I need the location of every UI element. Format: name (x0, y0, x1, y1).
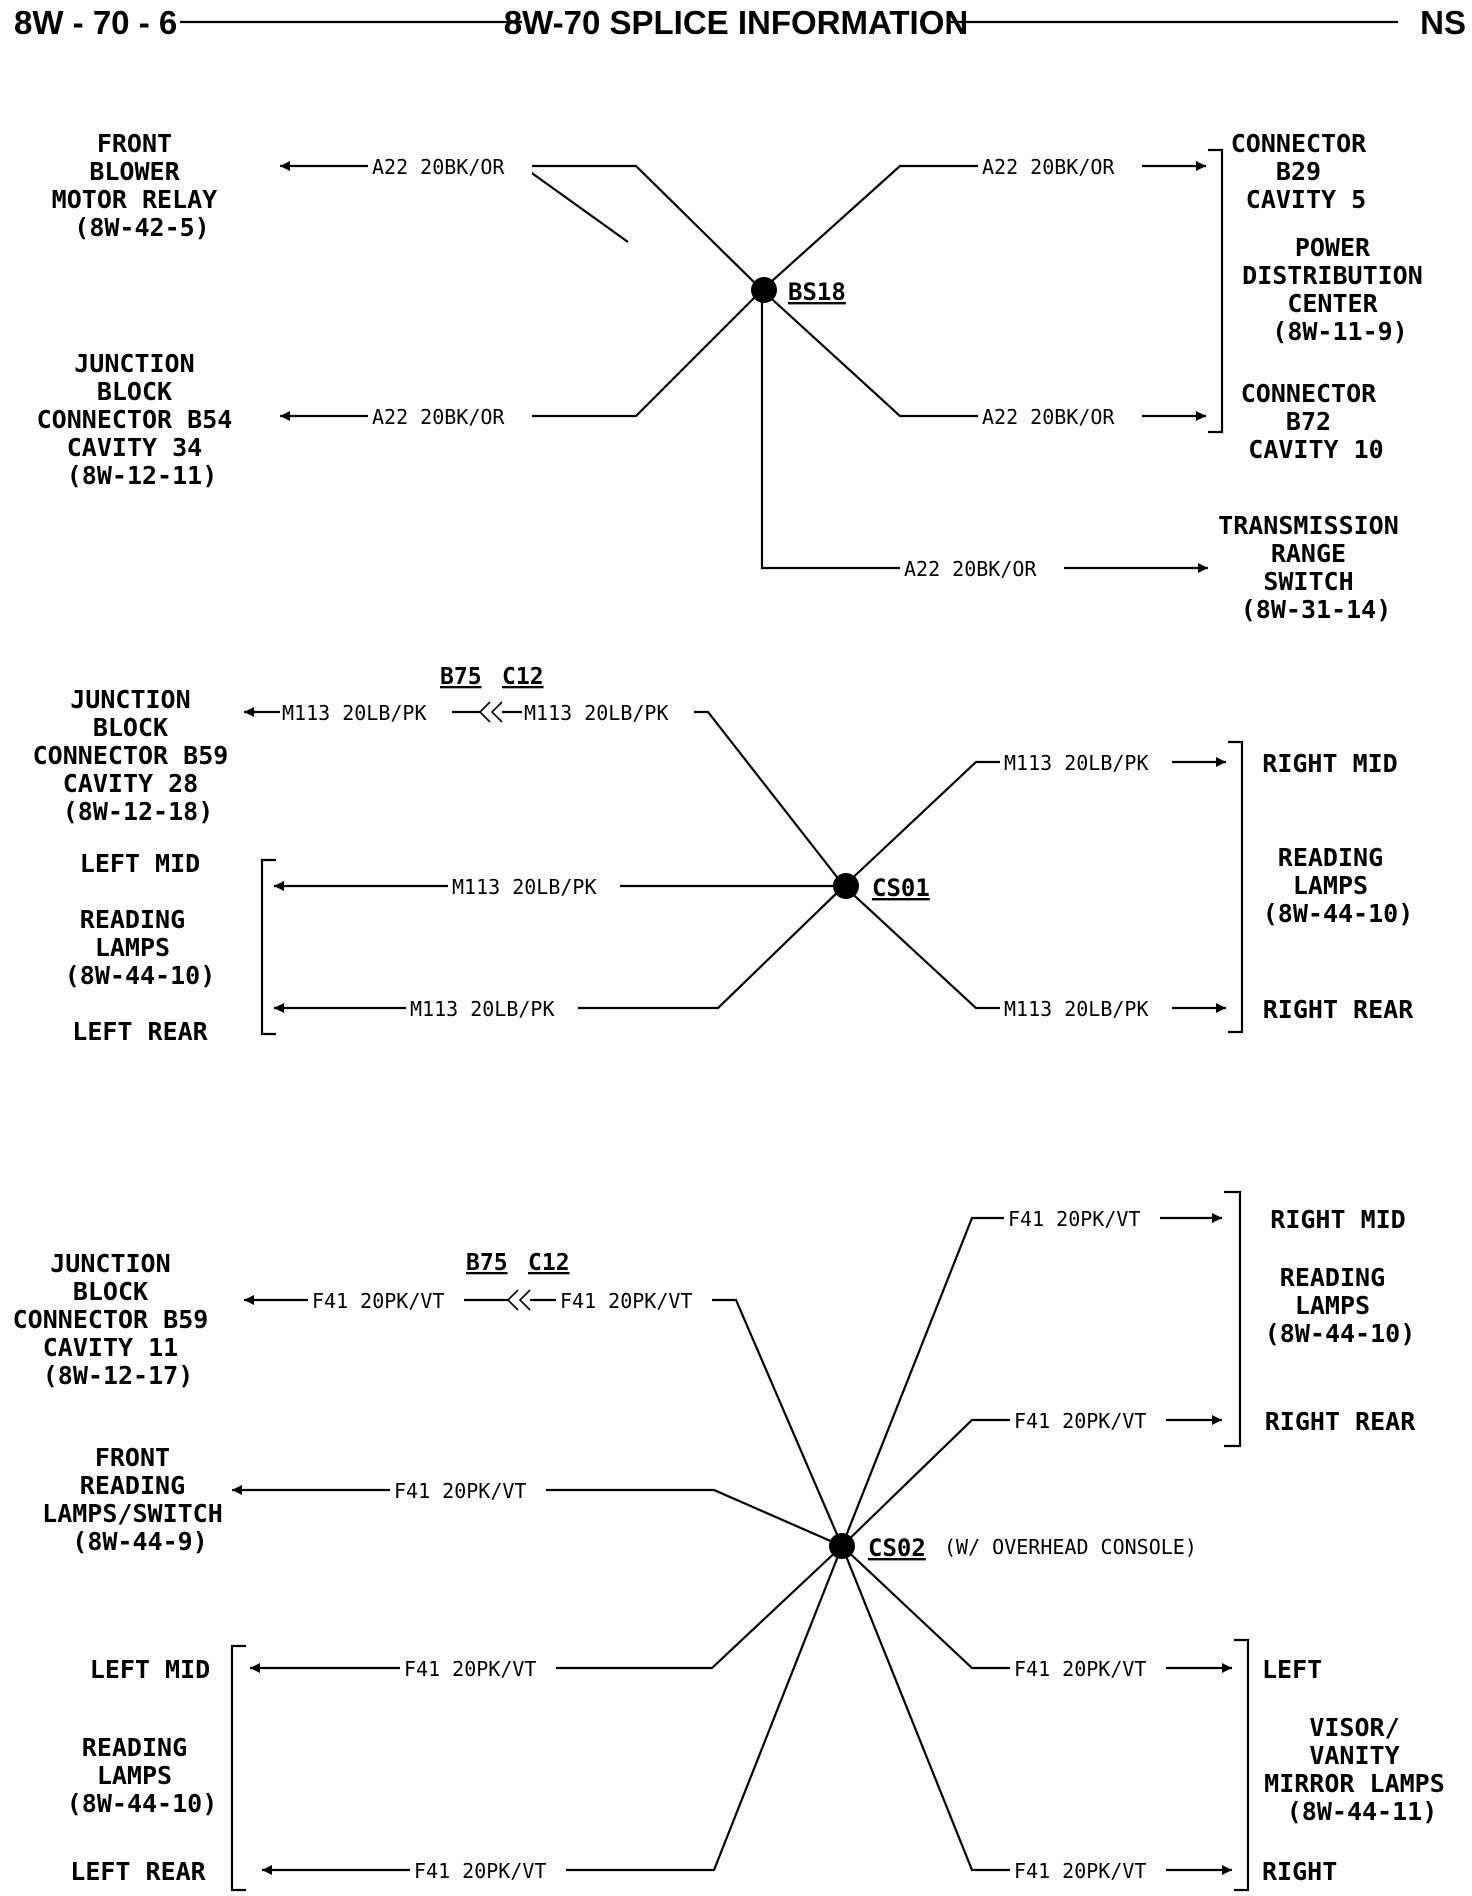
cs02-right-rear-label: RIGHT REAR (1265, 1407, 1416, 1436)
power-distribution-center-label: POWER DISTRIBUTION CENTER (8W-11-9) (1242, 233, 1438, 346)
splice-cs02-label: CS02 (868, 1534, 926, 1562)
bs18-pdc-bracket (1208, 148, 1224, 434)
cs02-wire-left-rear (262, 1545, 844, 1875)
splice-bs18-node (751, 277, 777, 303)
front-blower-relay-label: FRONT BLOWER MOTOR RELAY (8W-42-5) (52, 129, 233, 242)
cs01-right-mid-label: RIGHT MID (1262, 749, 1397, 778)
cs01-wire-label-jb-inner: M113 20LB/PK (524, 701, 669, 725)
cs01-connector-b75: B75 (440, 664, 482, 690)
connector-b72-label: CONNECTOR B72 CAVITY 10 (1241, 379, 1392, 464)
cs02-wire-label-left-rear: F41 20PK/VT (414, 1859, 546, 1883)
cs01-left-mid-label: LEFT MID (80, 849, 200, 878)
bs18-wire-lower-left (280, 289, 763, 421)
cs01-left-rear-label: LEFT REAR (72, 1017, 208, 1046)
splice-cs01-label: CS01 (872, 874, 930, 902)
cs01-right-rear-label: RIGHT REAR (1263, 995, 1414, 1024)
splice-bs18-label: BS18 (788, 278, 846, 306)
cs01-wire-label-right-rear: M113 20LB/PK (1004, 997, 1149, 1021)
cs01-right-reading-lamps-label: READING LAMPS (8W-44-10) (1263, 843, 1414, 928)
front-reading-lamps-switch-label: FRONT READING LAMPS/SWITCH (8W-44-9) (42, 1443, 238, 1556)
page-header: 8W - 70 - 6 8W-70 SPLICE INFORMATION NS (14, 4, 1466, 41)
bs18-wire-label-trs: A22 20BK/OR (904, 557, 1037, 581)
cs01-wire-label-left-mid: M113 20LB/PK (452, 875, 597, 899)
splice-cs02-section: F41 20PK/VT F41 20PK/VT F41 20PK/VT F41 … (13, 1190, 1460, 1892)
cs02-wire-label-jb-inner: F41 20PK/VT (560, 1289, 692, 1313)
cs02-wire-label-visor-left: F41 20PK/VT (1014, 1657, 1146, 1681)
connector-b29-label: CONNECTOR B29 CAVITY 5 (1231, 129, 1382, 214)
cs02-visor-left-label: LEFT (1262, 1655, 1322, 1684)
bs18-wire-upper-right (761, 161, 1206, 291)
cs01-right-bracket (1228, 740, 1244, 1034)
cs02-connector-b75: B75 (466, 1250, 508, 1276)
cs02-wire-junction-b59 (560, 1298, 844, 1547)
cs02-wire-label-right-rear: F41 20PK/VT (1014, 1409, 1146, 1433)
cs01-wire-left-rear (274, 885, 845, 1013)
cs02-wire-label-front-reading: F41 20PK/VT (394, 1479, 526, 1503)
bs18-wire-lower-right (761, 289, 1206, 421)
cs02-wire-visor-left (841, 1545, 1232, 1673)
cs02-visor-bracket (1234, 1638, 1250, 1892)
cs02-connector-c12: C12 (528, 1250, 570, 1276)
cs02-left-bracket (230, 1644, 246, 1892)
page-reference: 8W - 70 - 6 (14, 4, 177, 41)
splice-cs02-node (829, 1533, 855, 1559)
cs02-left-mid-label: LEFT MID (90, 1655, 210, 1684)
cs01-left-bracket (260, 858, 276, 1036)
junction-block-b54-label: JUNCTION BLOCK CONNECTOR B54 CAVITY 34 (… (37, 349, 248, 490)
bs18-wire-label-b72: A22 20BK/OR (982, 405, 1115, 429)
bs18-wire-upper-left (518, 164, 629, 243)
cs02-wire-label-right-mid: F41 20PK/VT (1008, 1207, 1140, 1231)
splice-bs18-section: A22 20BK/OR A22 20BK/OR A22 20BK/OR A22 … (37, 129, 1438, 624)
cs02-wire-right-rear (841, 1415, 1222, 1547)
cs01-wire-junction-b59 (534, 710, 845, 887)
cs01-wire-label-right-mid: M113 20LB/PK (1004, 751, 1149, 775)
cs02-wire-left-mid (250, 1545, 843, 1673)
cs01-wire-label-left-rear: M113 20LB/PK (410, 997, 555, 1021)
visor-vanity-mirror-lamps-label: VISOR/ VANITY MIRROR LAMPS (8W-44-11) (1264, 1713, 1460, 1826)
cs01-wire-right-mid (843, 757, 1226, 887)
cs01-inline-connector-icon (478, 701, 503, 723)
cs02-left-rear-label: LEFT REAR (70, 1857, 206, 1886)
cs02-right-mid-label: RIGHT MID (1270, 1205, 1405, 1234)
cs02-visor-right-label: RIGHT (1262, 1857, 1337, 1886)
cs01-wire-right-rear (843, 885, 1226, 1013)
junction-block-b59-cav28-label: JUNCTION BLOCK CONNECTOR B59 CAVITY 28 (… (33, 685, 244, 826)
cs02-wire-visor-right (840, 1545, 1232, 1875)
cs02-left-reading-lamps-label: READING LAMPS (8W-44-10) (67, 1733, 218, 1818)
bs18-wire-label-blower: A22 20BK/OR (372, 155, 505, 179)
cs02-right-reading-bracket (1224, 1190, 1242, 1448)
bs18-wire-label-b29: A22 20BK/OR (982, 155, 1115, 179)
bs18-wire-label-b54: A22 20BK/OR (372, 405, 505, 429)
transmission-range-switch-label: TRANSMISSION RANGE SWITCH (8W-31-14) (1218, 511, 1414, 624)
splice-cs02-note: (W/ OVERHEAD CONSOLE) (944, 1535, 1197, 1559)
splice-cs01-node (833, 873, 859, 899)
cs02-wire-right-mid (840, 1213, 1222, 1547)
junction-block-b59-cav11-label: JUNCTION BLOCK CONNECTOR B59 CAVITY 11 (… (13, 1249, 224, 1390)
cs01-connector-c12: C12 (502, 664, 544, 690)
bs18-wire-diag-ul (530, 164, 763, 291)
cs02-wire-label-visor-right: F41 20PK/VT (1014, 1859, 1146, 1883)
cs02-inline-connector-icon (506, 1289, 531, 1311)
model-code: NS (1420, 4, 1466, 41)
cs02-right-reading-lamps-label: READING LAMPS (8W-44-10) (1265, 1263, 1416, 1348)
cs01-left-reading-lamps-label: READING LAMPS (8W-44-10) (65, 905, 216, 990)
cs02-wire-label-jb-outer: F41 20PK/VT (312, 1289, 444, 1313)
cs02-wire-label-left-mid: F41 20PK/VT (404, 1657, 536, 1681)
cs01-wire-label-jb-outer: M113 20LB/PK (282, 701, 427, 725)
page-title: 8W-70 SPLICE INFORMATION (504, 4, 968, 41)
splice-cs01-section: M113 20LB/PK M113 20LB/PK M113 20LB/PK M… (33, 664, 1415, 1046)
